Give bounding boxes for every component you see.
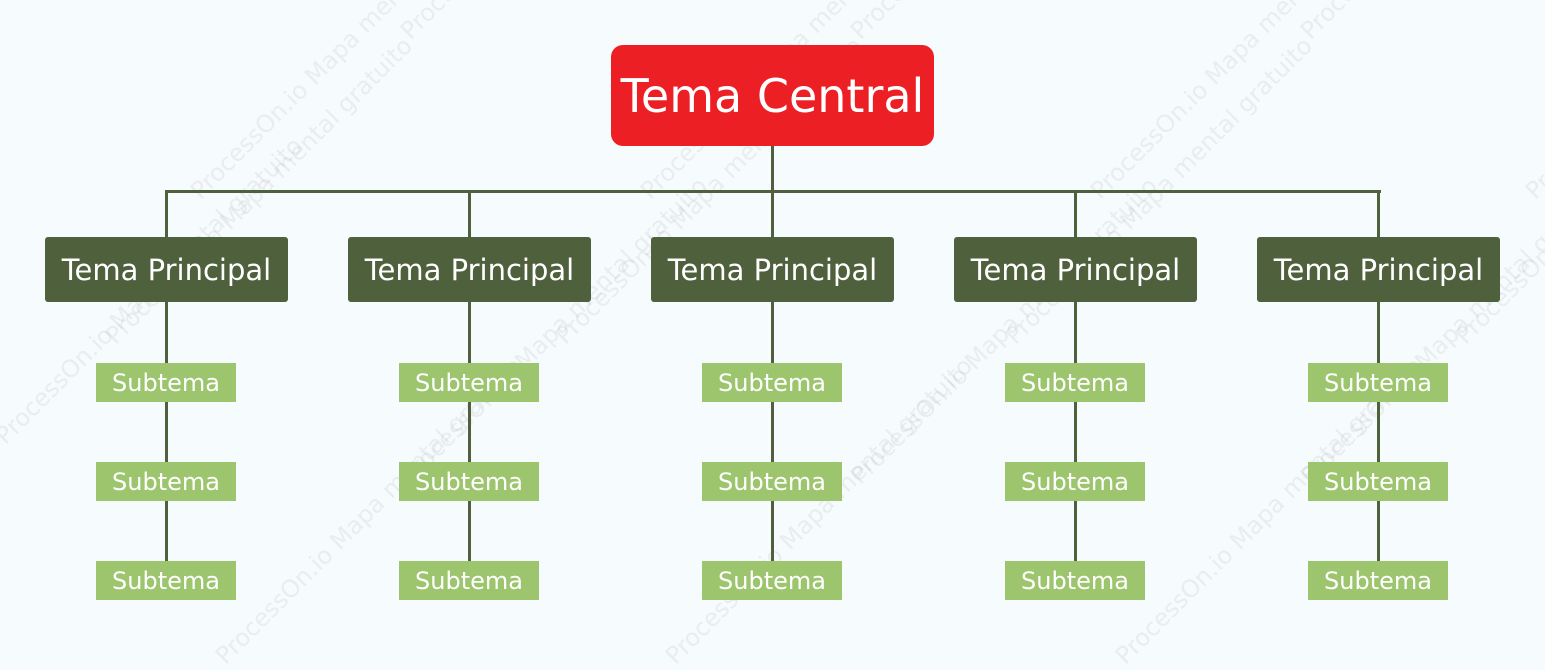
connector-line [1074,302,1077,363]
subtopic-node[interactable]: Subtema [702,561,842,600]
connector-line [165,501,168,561]
connector-line [468,402,471,462]
subtopic-label: Subtema [1021,467,1129,496]
main-topic-label: Tema Principal [61,252,272,287]
connector-line [1377,501,1380,561]
watermark-text: ProcessOn.io Mapa mental gratuito [1295,0,1545,45]
connector-line [468,302,471,363]
watermark-text: ProcessOn.io Mapa mental gratuito [845,0,1163,45]
subtopic-node[interactable]: Subtema [96,561,236,600]
subtopic-label: Subtema [718,566,826,595]
subtopic-node[interactable]: Subtema [1308,561,1448,600]
subtopic-node[interactable]: Subtema [399,462,539,501]
main-topic-label: Tema Principal [970,252,1181,287]
subtopic-label: Subtema [112,566,220,595]
subtopic-node[interactable]: Subtema [96,462,236,501]
central-topic-label: Tema Central [620,68,925,123]
subtopic-label: Subtema [415,368,523,397]
connector-line [1377,190,1380,238]
subtopic-label: Subtema [1021,368,1129,397]
connector-line [771,402,774,462]
connector-line [1074,190,1077,238]
subtopic-label: Subtema [1324,566,1432,595]
subtopic-label: Subtema [718,467,826,496]
main-topic-node-3[interactable]: Tema Principal [651,237,894,302]
subtopic-label: Subtema [415,467,523,496]
subtopic-label: Subtema [112,368,220,397]
connector-line [165,190,168,238]
central-topic-node[interactable]: Tema Central [611,45,934,146]
connector-line [1074,501,1077,561]
watermark-text: ProcessOn.io Mapa mental gratuito [1085,0,1403,205]
subtopic-node[interactable]: Subtema [1308,462,1448,501]
watermark-text: ProcessOn.io Mapa mental gratuito [395,171,713,490]
subtopic-label: Subtema [1324,467,1432,496]
connector-line [771,302,774,363]
watermark-text: ProcessOn.io Mapa mental gratuito [395,0,713,45]
subtopic-label: Subtema [415,566,523,595]
subtopic-node[interactable]: Subtema [1005,363,1145,402]
subtopic-node[interactable]: Subtema [1005,561,1145,600]
connector-line [771,501,774,561]
main-topic-node-4[interactable]: Tema Principal [954,237,1197,302]
subtopic-node[interactable]: Subtema [1005,462,1145,501]
connector-line [468,190,471,238]
connector-line [1377,402,1380,462]
subtopic-label: Subtema [718,368,826,397]
main-topic-label: Tema Principal [667,252,878,287]
main-topic-node-2[interactable]: Tema Principal [348,237,591,302]
subtopic-node[interactable]: Subtema [399,363,539,402]
main-topic-label: Tema Principal [364,252,575,287]
connector-line [1074,402,1077,462]
subtopic-node[interactable]: Subtema [702,363,842,402]
connector-line [771,146,774,191]
subtopic-label: Subtema [1324,368,1432,397]
connector-line [771,190,774,238]
connector-line [1377,302,1380,363]
connector-line [165,402,168,462]
main-topic-node-1[interactable]: Tema Principal [45,237,288,302]
watermark-text: ProcessOn.io Mapa mental gratuito [1450,32,1545,350]
subtopic-node[interactable]: Subtema [1308,363,1448,402]
subtopic-node[interactable]: Subtema [702,462,842,501]
subtopic-label: Subtema [1021,566,1129,595]
subtopic-node[interactable]: Subtema [399,561,539,600]
watermark-text: ProcessOn.io Mapa mental gratuito [1295,171,1545,490]
watermark-text: ProcessOn.io Mapa mental gratuito [845,171,1163,490]
subtopic-label: Subtema [112,467,220,496]
connector-line [165,302,168,363]
connector-line [468,501,471,561]
subtopic-node[interactable]: Subtema [96,363,236,402]
main-topic-label: Tema Principal [1273,252,1484,287]
watermark-text: ProcessOn.io Mapa mental gratuito [185,0,503,205]
main-topic-node-5[interactable]: Tema Principal [1257,237,1500,302]
watermark-text: ProcessOn.io Mapa mental gratuito [1520,0,1545,205]
